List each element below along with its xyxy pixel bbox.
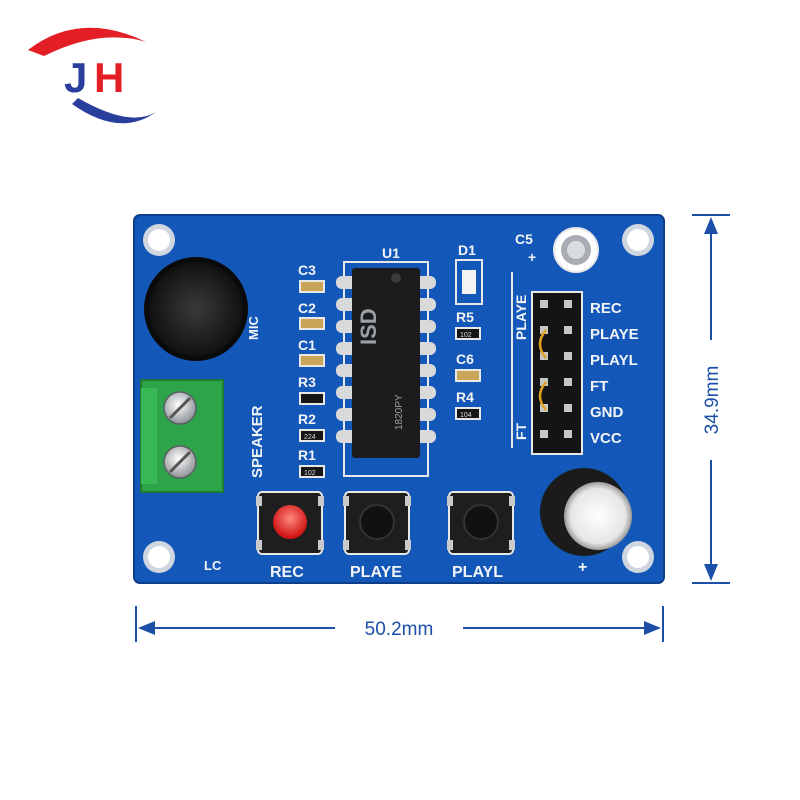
isd-chip: ISD 1820PY bbox=[352, 268, 420, 458]
rec-push-button[interactable] bbox=[256, 491, 324, 555]
header-pin-playl: PLAYL bbox=[590, 352, 638, 369]
speaker-terminal-block bbox=[140, 379, 224, 493]
jumper-wire bbox=[538, 329, 547, 359]
c5-plus: + bbox=[528, 249, 536, 265]
capacitor-c2 bbox=[299, 317, 325, 330]
height-dimension: 34.9mm bbox=[692, 214, 730, 584]
resistor-r5 bbox=[455, 327, 481, 340]
button-label-rec: REC bbox=[270, 564, 304, 581]
playe-vertical-label: PLAYE bbox=[513, 295, 529, 340]
resistor-r4-code: 104 bbox=[460, 412, 472, 419]
c1-label: C1 bbox=[298, 337, 316, 353]
chip-brand: ISD bbox=[356, 308, 381, 345]
button-label-playl: PLAYL bbox=[452, 564, 503, 581]
mic-label: MIC bbox=[246, 316, 261, 340]
microphone bbox=[144, 257, 248, 361]
r4-label: R4 bbox=[456, 389, 474, 405]
logo-swoosh-blue bbox=[72, 98, 156, 124]
capacitor-c3 bbox=[299, 280, 325, 293]
capacitor-c1 bbox=[299, 354, 325, 367]
ft-vertical-label: FT bbox=[513, 422, 529, 440]
resistor-r5-code: 102 bbox=[460, 332, 472, 339]
playe-push-button[interactable] bbox=[343, 491, 411, 555]
pin-header bbox=[531, 291, 583, 455]
led-d1 bbox=[455, 259, 483, 305]
height-dimension-label: 34.9mm bbox=[702, 366, 723, 435]
speaker-label: SPEAKER bbox=[249, 405, 266, 478]
c3-label: C3 bbox=[298, 262, 316, 278]
mounting-hole bbox=[143, 541, 175, 573]
header-pin-rec: REC bbox=[590, 300, 622, 317]
width-dimension: 50.2mm bbox=[135, 606, 664, 642]
header-pin-playe: PLAYE bbox=[590, 326, 639, 343]
resistor-r2 bbox=[299, 429, 325, 442]
d1-label: D1 bbox=[458, 242, 476, 258]
resistor-r2-code: 224 bbox=[304, 434, 316, 441]
button-label-playe: PLAYE bbox=[350, 564, 402, 581]
mounting-hole bbox=[622, 224, 654, 256]
c5-label: C5 bbox=[515, 231, 533, 247]
mounting-hole bbox=[143, 224, 175, 256]
capacitor-c6 bbox=[455, 369, 481, 382]
resistor-r3 bbox=[299, 392, 325, 405]
logo-swoosh-red bbox=[28, 27, 146, 56]
electrolytic-capacitor bbox=[540, 468, 632, 556]
r5-label: R5 bbox=[456, 309, 474, 325]
jumper-wire bbox=[538, 381, 547, 411]
c6-label: C6 bbox=[456, 351, 474, 367]
r1-label: R1 bbox=[298, 447, 316, 463]
playl-push-button[interactable] bbox=[447, 491, 515, 555]
resistor-r4 bbox=[455, 407, 481, 420]
logo-letter-h: H bbox=[94, 54, 124, 101]
lc-label: LC bbox=[204, 558, 222, 573]
c2-label: C2 bbox=[298, 300, 316, 316]
header-pin-gnd: GND bbox=[590, 404, 624, 421]
r3-label: R3 bbox=[298, 374, 316, 390]
header-pin-vcc: VCC bbox=[590, 430, 622, 447]
r2-label: R2 bbox=[298, 411, 316, 427]
capacitor-c5 bbox=[553, 227, 599, 273]
brand-logo: J H bbox=[28, 27, 156, 124]
pcb-board: MIC SPEAKER C3 C2 C1 R3 R2 224 R1 102 U1 bbox=[133, 214, 665, 584]
cap-plus-label: + bbox=[578, 559, 587, 576]
resistor-r1-code: 102 bbox=[304, 470, 316, 477]
resistor-r1 bbox=[299, 465, 325, 478]
header-pin-ft: FT bbox=[590, 378, 608, 395]
mounting-hole bbox=[622, 541, 654, 573]
chip-code: 1820PY bbox=[394, 394, 405, 430]
width-dimension-label: 50.2mm bbox=[365, 619, 434, 640]
u1-label: U1 bbox=[382, 245, 400, 261]
logo-letter-j: J bbox=[64, 54, 87, 101]
